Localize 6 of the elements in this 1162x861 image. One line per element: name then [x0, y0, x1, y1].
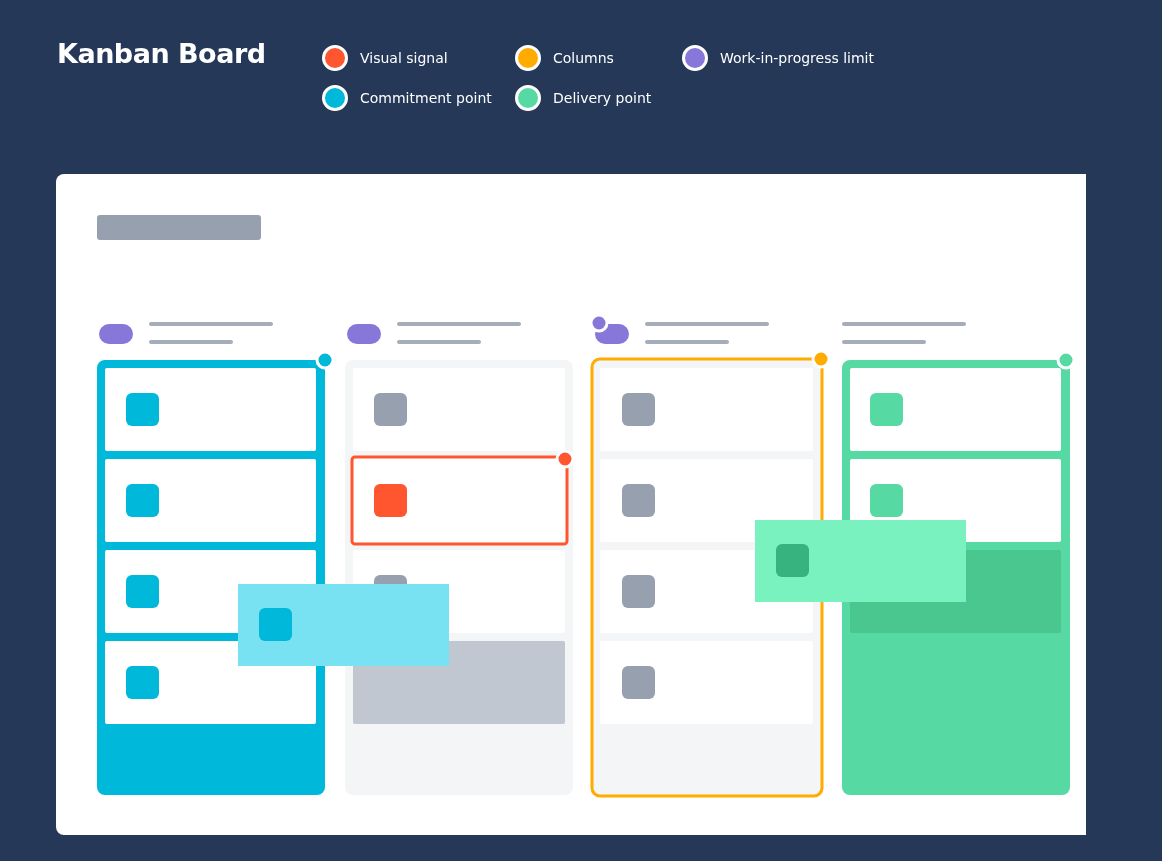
legend-label: Commitment point — [360, 90, 492, 106]
title: Kanban Board — [57, 38, 266, 69]
legend-label: Columns — [553, 50, 614, 66]
legend-label: Delivery point — [553, 90, 652, 106]
legend-label: Work-in-progress limit — [720, 50, 874, 66]
legend-label: Visual signal — [360, 50, 448, 66]
